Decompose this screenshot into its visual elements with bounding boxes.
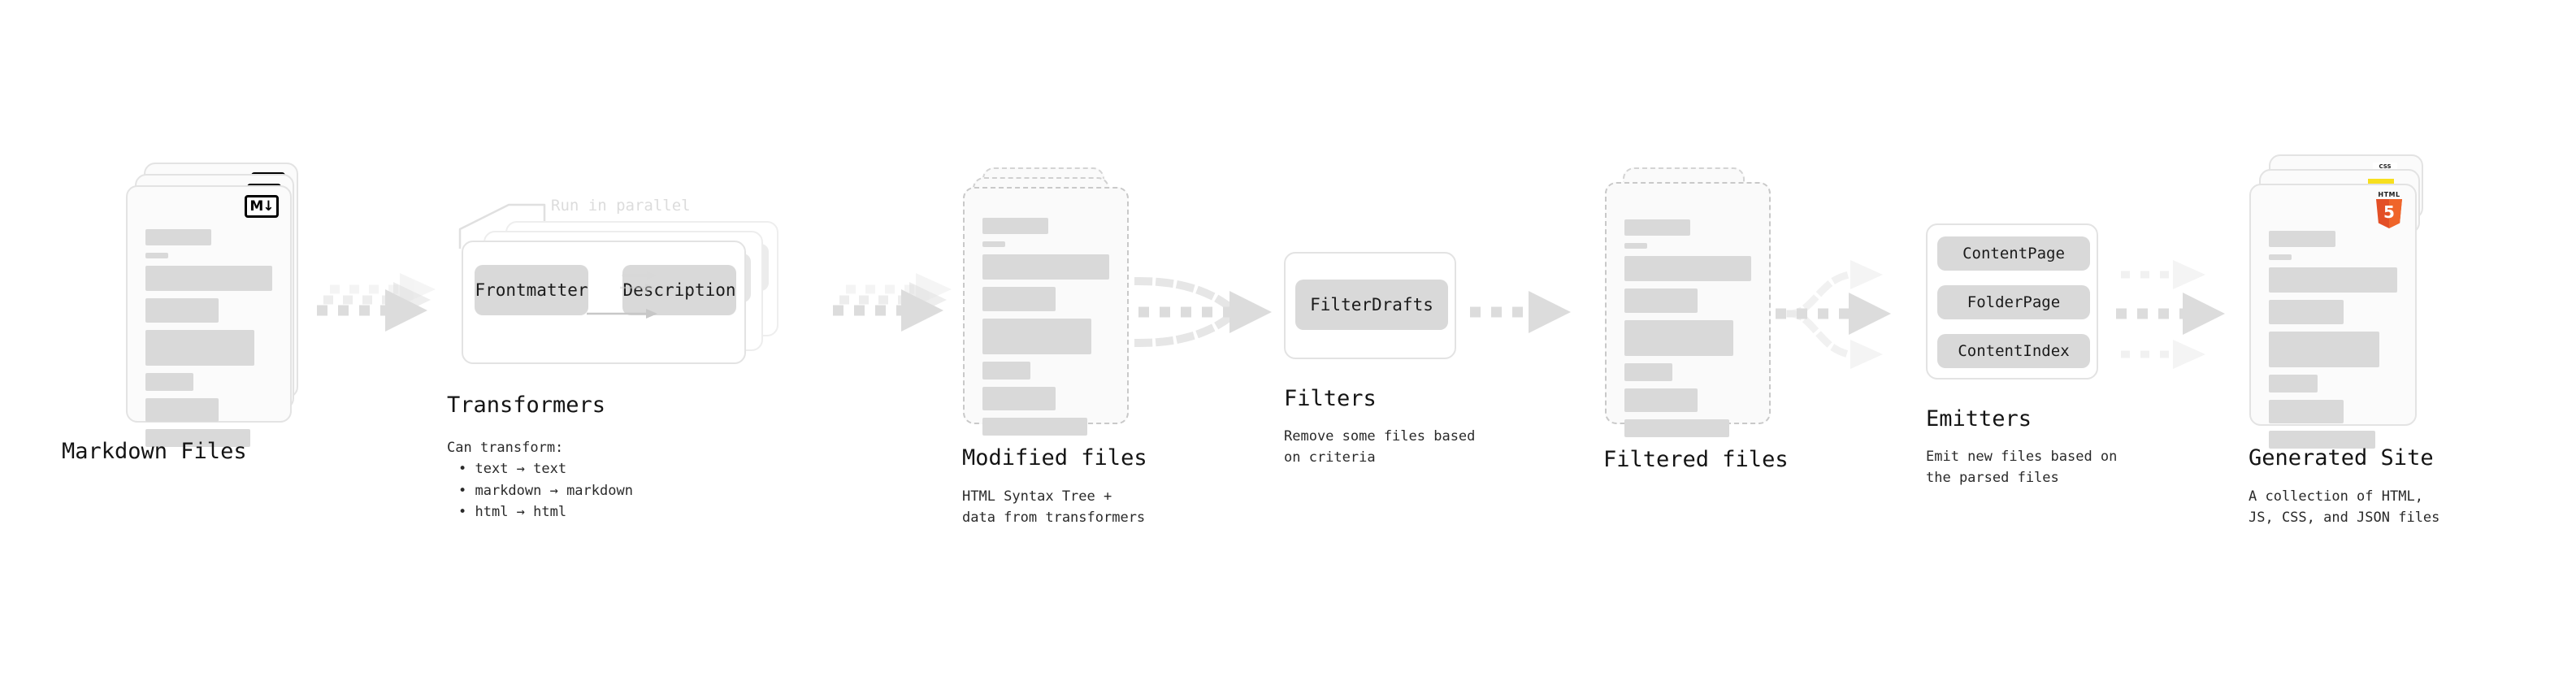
modified-card-stack: [963, 167, 1142, 436]
stage-title-markdown-files: Markdown Files: [62, 439, 247, 464]
list-item: markdown → markdown: [458, 480, 632, 501]
stage-modified-files: Modified files HTML Syntax Tree + data f…: [962, 167, 1147, 526]
stage-title-modified-files: Modified files: [962, 445, 1147, 471]
stage-markdown-files: M↓ M↓ M↓ Markdown Files: [62, 163, 313, 464]
stage-filtered-files: Filtered files: [1603, 167, 1789, 472]
stage-title-filtered-files: Filtered files: [1603, 447, 1789, 472]
stage-title-generated-site: Generated Site: [2249, 445, 2434, 471]
run-in-parallel-bracket: [458, 203, 546, 249]
stage-title-emitters: Emitters: [1926, 406, 2032, 432]
pill-contentpage[interactable]: ContentPage: [1937, 236, 2090, 271]
markdown-card-front: M↓: [126, 185, 292, 447]
card-placeholder-bars: [1624, 219, 1751, 445]
filters-box: FilterDrafts: [1284, 252, 1456, 359]
pill-description[interactable]: Description: [622, 265, 736, 315]
arrow-filtered-to-emitters: [1776, 260, 1891, 369]
run-in-parallel-label: Run in parallel: [551, 197, 691, 215]
arrow-markdown-to-transformers: [317, 273, 436, 332]
stage-subtitle-emitters: Emit new files based on the parsed files: [1926, 449, 2118, 487]
generated-card-stack: CSS HTML 5: [2249, 154, 2444, 449]
pill-filterdrafts[interactable]: FilterDrafts: [1295, 280, 1448, 330]
pill-contentindex[interactable]: ContentIndex: [1937, 334, 2090, 368]
filtered-card-stack: [1605, 167, 1784, 437]
list-heading: Can transform:: [447, 440, 564, 456]
pill-frontmatter[interactable]: Frontmatter: [475, 265, 588, 315]
markdown-icon: M↓: [245, 195, 279, 218]
stage-generated-site: CSS HTML 5: [2249, 154, 2444, 526]
capability-items: text → text markdown → markdown html → h…: [447, 458, 633, 523]
list-item: text → text: [458, 458, 633, 479]
emitters-box: ContentPage FolderPage ContentIndex: [1926, 223, 2098, 380]
filtered-card-front: [1605, 182, 1771, 437]
markdown-card-stack: M↓ M↓ M↓: [126, 163, 313, 447]
card-placeholder-bars: [2269, 231, 2397, 456]
stage-title-transformers: Transformers: [447, 393, 606, 418]
stage-title-filters: Filters: [1284, 386, 1377, 411]
pill-folderpage[interactable]: FolderPage: [1937, 285, 2090, 319]
modified-card-front: [963, 187, 1129, 436]
card-placeholder-bars: [982, 218, 1109, 443]
transformers-capability-list: Can transform: text → text markdown → ma…: [447, 437, 633, 523]
html5-icon: HTML 5: [2373, 192, 2405, 229]
arrow-modified-to-filters: [1134, 276, 1272, 348]
arrow-filters-to-filtered: [1470, 291, 1571, 333]
stage-subtitle-filters: Remove some files based on criteria: [1284, 428, 1476, 466]
transformer-card-front: Frontmatter Description: [462, 241, 746, 364]
card-placeholder-bars: [145, 229, 272, 454]
arrow-emitters-to-generated-site: [2116, 260, 2225, 369]
stage-subtitle-generated-site: A collection of HTML, JS, CSS, and JSON …: [2249, 488, 2440, 527]
list-item: html → html: [458, 501, 633, 523]
arrow-transformers-to-modified: [833, 273, 952, 332]
transformer-inner-arrows: [587, 271, 657, 319]
stage-subtitle-modified-files: HTML Syntax Tree + data from transformer…: [962, 488, 1146, 527]
generated-card-html: HTML 5: [2249, 184, 2417, 449]
